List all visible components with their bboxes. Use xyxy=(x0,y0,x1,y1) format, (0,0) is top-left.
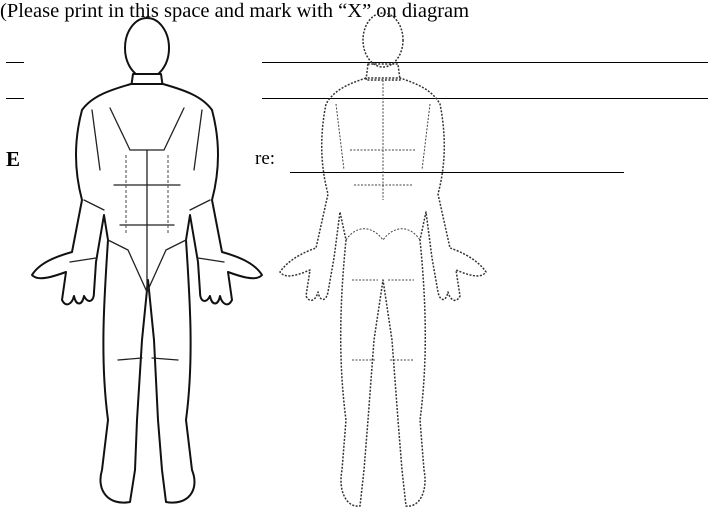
front-body-outline xyxy=(32,18,262,503)
back-body-outline xyxy=(280,13,486,506)
